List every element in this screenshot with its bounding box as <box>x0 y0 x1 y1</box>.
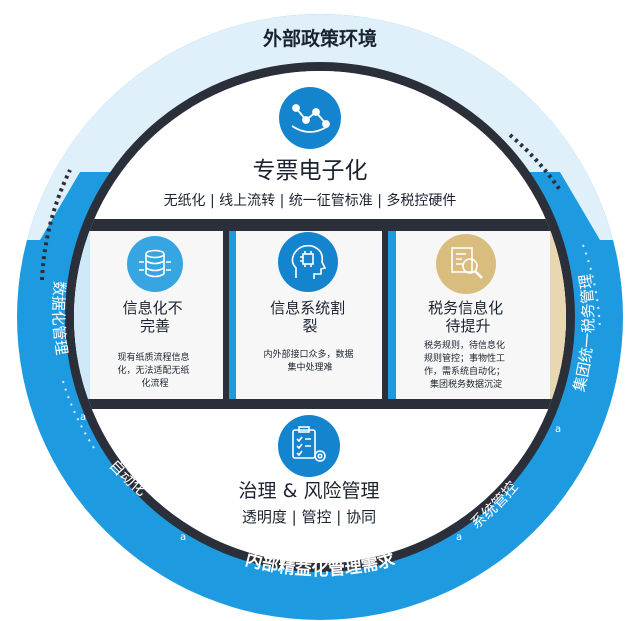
card-3-desc: 税务规则，待信息化 规则管控；事物性工 作，需系统自动化； 集团税务数据沉淀 <box>424 339 508 390</box>
outer-top-label: 外部政策环境 <box>263 27 377 50</box>
card-1-title: 信息化不 完善 <box>123 299 188 335</box>
dotted-arc-right <box>508 133 562 192</box>
card-2-title: 信息系统割 裂 <box>270 299 350 335</box>
top-block-title: 专票电子化 <box>253 158 368 184</box>
card-3-title: 税务信息化 待提升 <box>428 299 508 335</box>
ai-head-icon <box>278 232 338 292</box>
bottom-block-title: 治理 & 风险管理 <box>239 480 380 502</box>
card-tax-info-improve: 税务信息化 待提升 税务规则，待信息化 规则管控；事物性工 作，需系统自动化； … <box>424 234 508 390</box>
bottom-block-subtitle: 透明度 | 管控 | 协同 <box>242 508 376 526</box>
search-data-icon <box>436 234 496 294</box>
upper-band <box>74 219 566 231</box>
right-strip <box>550 231 566 399</box>
card-system-fragmented: 信息系统割 裂 内外部接口众多，数据 集中处理难 <box>264 232 357 373</box>
workflow-icon <box>279 87 341 149</box>
ring-marker: a <box>80 412 86 423</box>
top-block: 专票电子化 无纸化 | 线上流转 | 统一征管标准 | 多税控硬件 <box>164 87 457 209</box>
card-1-desc: 现有纸质流程信息 化，无法适配无纸 化流程 <box>118 351 193 389</box>
left-strip <box>74 231 90 399</box>
ring-marker: a <box>456 532 462 543</box>
card-info-incomplete: 信息化不 完善 现有纸质流程信息 化，无法适配无纸 化流程 <box>118 236 193 389</box>
outer-left-upper-label: 数据化管理 <box>49 280 71 356</box>
dotted-arc-left <box>40 169 72 281</box>
ring-marker: a <box>555 424 561 435</box>
lower-band <box>74 399 566 409</box>
ring-marker: a <box>180 532 186 543</box>
card-2-desc: 内外部接口众多，数据 集中处理难 <box>264 348 357 373</box>
bottom-block: 治理 & 风险管理 透明度 | 管控 | 协同 <box>239 415 380 526</box>
top-block-subtitle: 无纸化 | 线上流转 | 统一征管标准 | 多税控硬件 <box>164 192 457 209</box>
